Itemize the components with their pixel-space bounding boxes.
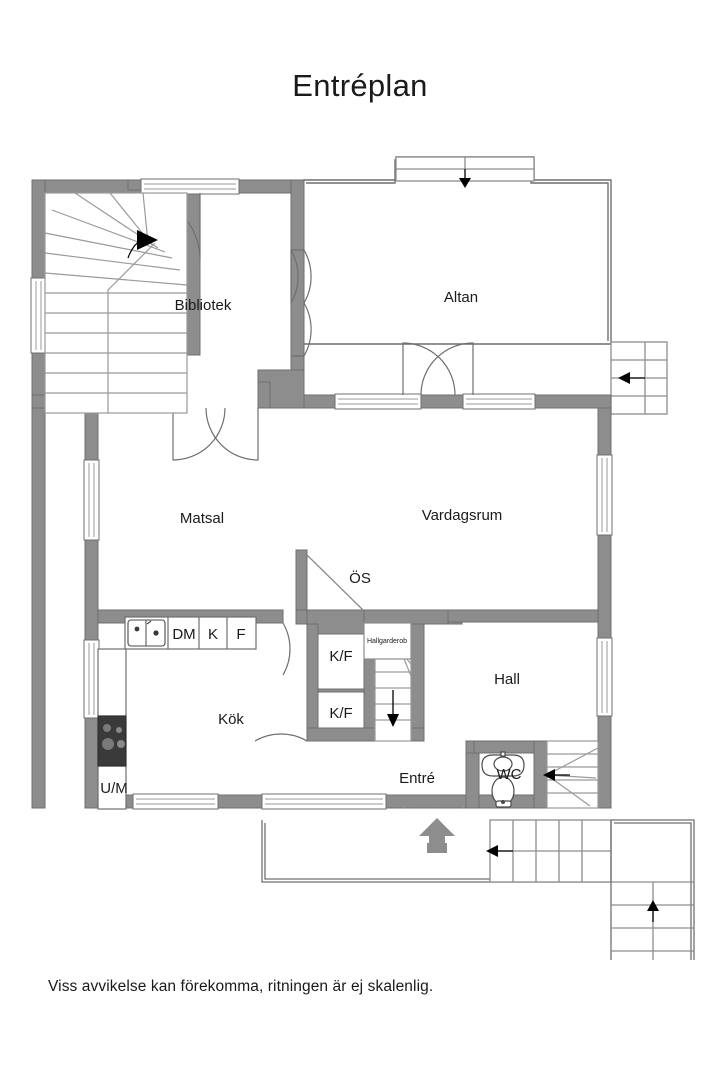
window-stair-left <box>30 277 47 354</box>
room-labels: Bibliotek Altan Matsal Vardagsrum Kök Ha… <box>175 289 522 787</box>
altan-entry-arrow <box>459 169 471 188</box>
window-kok-bottom <box>132 793 219 810</box>
window-entre-bottom <box>261 793 387 810</box>
sink-icon <box>127 619 166 647</box>
kitchen-unit-labels: DM K F U/M <box>100 626 245 797</box>
exterior-terrace-steps <box>611 881 694 975</box>
annotation-labels: ÖS Hallgarderob K/F K/F <box>329 569 407 722</box>
room-label-hall: Hall <box>494 671 520 688</box>
library-winder-stair <box>44 192 188 414</box>
room-label-matsal: Matsal <box>180 510 224 527</box>
annotation-kf-upper: K/F <box>329 648 352 665</box>
window-matsal-top <box>334 393 422 410</box>
floorplan-svg: Bibliotek Altan Matsal Vardagsrum Kök Ha… <box>30 156 695 976</box>
door-altan-vardagsrum-right <box>420 342 474 396</box>
exterior-front-steps-arrow <box>486 845 513 857</box>
door-main-entrance <box>403 799 465 809</box>
plan-caption: Viss avvikelse kan förekomma, ritningen … <box>48 978 434 995</box>
door-kok-entre <box>254 733 308 742</box>
hallgarderob-box <box>363 622 412 660</box>
windows <box>30 178 613 810</box>
door-altan-vardagsrum-left <box>402 342 456 396</box>
main-entrance-arrow <box>419 818 455 853</box>
library-stair-arrow <box>127 230 158 259</box>
floorplan-drawing: Bibliotek Altan Matsal Vardagsrum Kök Ha… <box>0 130 720 976</box>
door-bibliotek-matsal-left <box>172 407 226 461</box>
kitchen-label-dishwasher: DM <box>172 626 195 643</box>
annotation-hallgarderob: Hallgarderob <box>367 638 407 645</box>
room-label-kok: Kök <box>218 711 244 728</box>
door-bibliotek-altan-lower <box>303 302 312 357</box>
wc-toilet-icon <box>491 776 515 808</box>
exterior-right-steps-arrow <box>618 372 645 384</box>
room-label-entre: Entré <box>399 770 435 787</box>
stove-icon <box>97 715 127 767</box>
os-sloped-ceiling-line <box>306 554 364 611</box>
window-matsal-left-upper <box>83 459 100 541</box>
wc-sink-icon <box>481 751 525 777</box>
room-label-bibliotek: Bibliotek <box>175 297 232 314</box>
annotation-kf-lower: K/F <box>329 705 352 722</box>
door-bibliotek-altan-upper <box>303 249 312 304</box>
kitchen-label-laundry: U/M <box>100 780 128 797</box>
wc-side-stair-arrow <box>543 769 570 781</box>
page-title: Entréplan <box>292 68 428 103</box>
annotation-os: ÖS <box>349 569 371 587</box>
door-kok-upper-right <box>282 622 291 676</box>
window-vardagsrum-right <box>596 454 613 536</box>
kitchen-label-oven: K <box>208 626 218 643</box>
room-label-altan: Altan <box>444 289 478 306</box>
room-label-wc: WC <box>497 766 522 783</box>
room-label-vardagsrum: Vardagsrum <box>422 507 503 524</box>
kitchen-label-freezer: F <box>236 626 245 643</box>
window-hall-right <box>596 637 613 717</box>
window-vardagsrum-top <box>462 393 536 410</box>
altan-deck-outline <box>303 156 612 345</box>
window-kok-left <box>83 639 100 719</box>
hall-winder-stair-arrow <box>387 690 399 727</box>
exterior-terrace-arrow <box>647 900 659 922</box>
door-bibliotek-matsal-right <box>205 407 259 461</box>
window-bibliotek-top <box>140 178 240 195</box>
